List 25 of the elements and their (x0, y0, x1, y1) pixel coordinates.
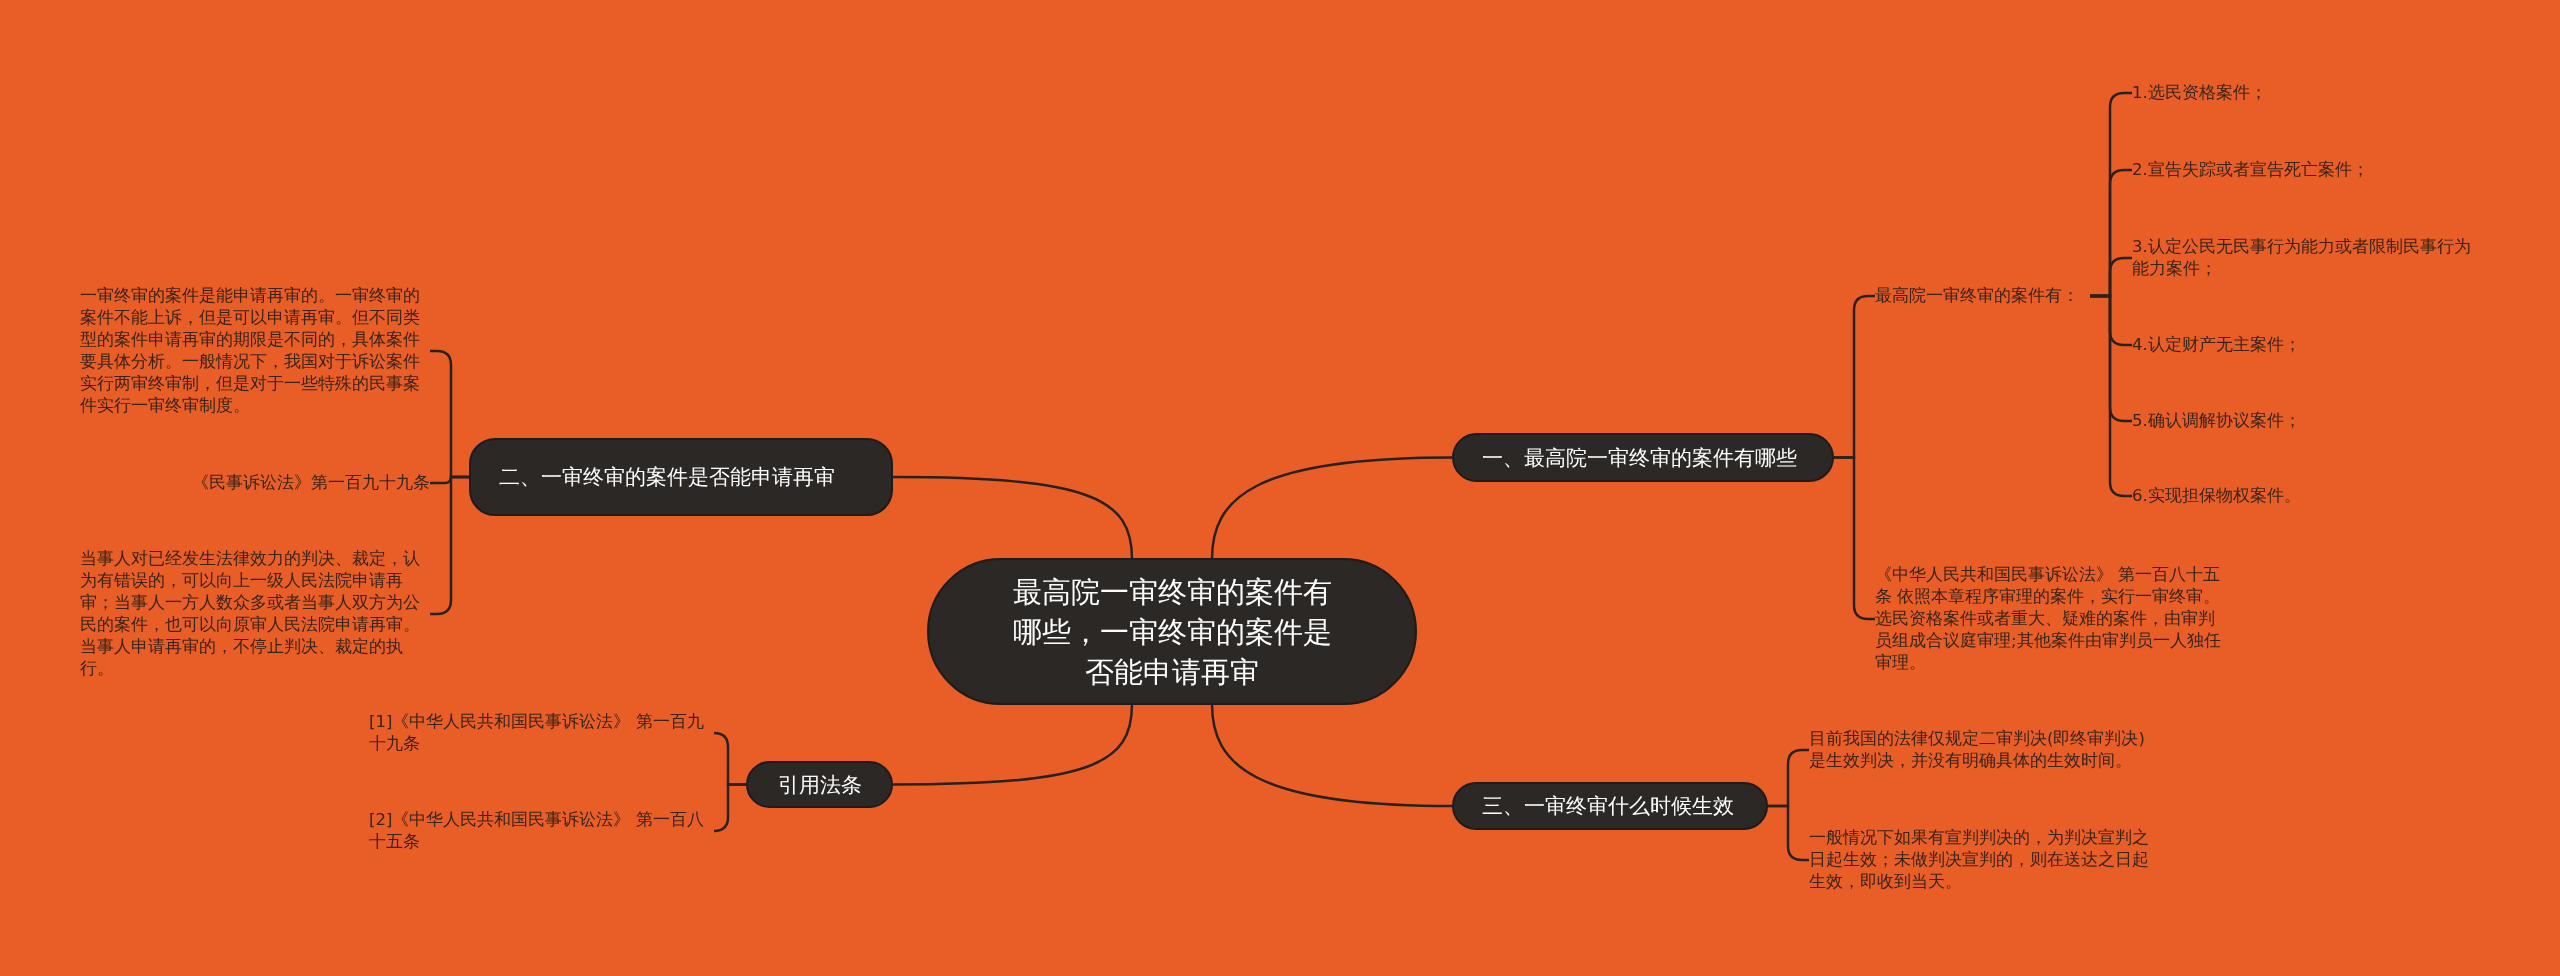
note-text: [2]《中华人民共和国民事诉讼法》 第一百八十五条 (369, 809, 714, 853)
note-text: 最高院一审终审的案件有： (1875, 285, 2090, 307)
note-text: 当事人对已经发生法律效力的判决、裁定，认为有错误的，可以向上一级人民法院申请再审；当事人一方人数众多或者当事人双方为公民的案件，也可以向原审人民法院申请再审。当事人申请再审的，不停止判决、裁定的执行。 (80, 548, 430, 680)
note-text: 6.实现担保物权案件。 (2132, 485, 2482, 507)
branch-line (893, 475, 1134, 560)
note-text: 1.选民资格案件； (2132, 82, 2482, 104)
note-text: 《民事诉讼法》第一百九十九条 (80, 472, 430, 494)
note-text: 《中华人民共和国民事诉讼法》 第一百八十五条 依照本章程序审理的案件，实行一审终审。选民资格案件或者重大、疑难的案件，由审判员组成合议庭审理;其他案件由审判员一人独任审理。 (1875, 564, 2227, 674)
branch-pill: 二、一审终审的案件是否能申请再审 (469, 438, 893, 516)
note-text: 目前我国的法律仅规定二审判决(即终审判决)是生效判决，并没有明确具体的生效时间。 (1809, 728, 2161, 772)
branch-pill: 一、最高院一审终审的案件有哪些 (1452, 433, 1834, 482)
note-text: 5.确认调解协议案件； (2132, 410, 2482, 432)
central-topic-bubble: 最高院一审终审的案件有哪些，一审终审的案件是否能申请再审 (927, 558, 1417, 705)
branch-line (1210, 703, 1453, 808)
note-text: [1]《中华人民共和国民事诉讼法》 第一百九十九条 (369, 711, 714, 755)
branch-line (1210, 456, 1453, 560)
note-text: 3.认定公民无民事行为能力或者限制民事行为能力案件； (2132, 236, 2482, 280)
branch-pill: 引用法条 (746, 761, 893, 808)
note-text: 一般情况下如果有宣判判决的，为判决宣判之日起生效；未做判决宣判的，则在送达之日起生效，即收到当天。 (1809, 827, 2161, 893)
note-text: 2.宣告失踪或者宣告死亡案件； (2132, 159, 2482, 181)
branch-line (893, 703, 1134, 786)
note-text: 一审终审的案件是能申请再审的。一审终审的案件不能上诉，但是可以申请再审。但不同类型的案件申请再审的期限是不同的，具体案件要具体分析。一般情况下，我国对于诉讼案件实行两审终审制，但是对于一些特殊的民事案件实行一审终审制度。 (80, 285, 430, 417)
branch-pill: 三、一审终审什么时候生效 (1452, 782, 1768, 830)
bracket-connector (712, 783, 746, 833)
note-text: 4.认定财产无主案件； (2132, 334, 2482, 356)
